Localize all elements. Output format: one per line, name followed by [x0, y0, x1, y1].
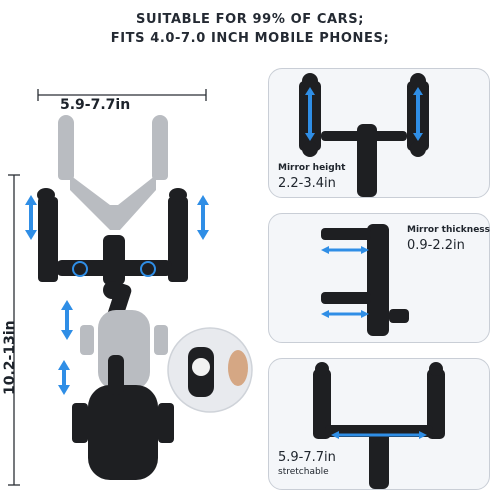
product-illustration	[8, 89, 253, 486]
stretchable-value: 5.9-7.7in	[278, 450, 336, 465]
mirror-height-value: 2.2-3.4in	[278, 176, 336, 191]
knob-detail	[167, 327, 253, 413]
height-range-label: 10.2-13in	[2, 320, 18, 395]
headline-line-2: FITS 4.0-7.0 INCH MOBILE PHONES;	[110, 31, 390, 46]
clamp-blue-accents	[72, 261, 156, 277]
ghost-clamp	[58, 115, 168, 230]
black-phone-holder	[72, 355, 174, 480]
height-adjust-arrows	[25, 195, 209, 240]
black-clamp	[37, 188, 188, 285]
holder-adjust-arrows	[58, 300, 73, 395]
height-dimension-line	[8, 174, 20, 486]
mirror-thickness-value: 0.9-2.2in	[407, 238, 465, 253]
stretchable-illustration	[313, 362, 445, 489]
mirror-thickness-label: Mirror thickness	[407, 225, 491, 235]
headline-line-1: SUITABLE FOR 99% OF CARS;	[135, 12, 364, 27]
width-range-label: 5.9-7.7in	[60, 97, 131, 113]
mirror-height-label: Mirror height	[278, 163, 346, 173]
mirror-thickness-illustration	[321, 224, 409, 336]
mirror-height-illustration	[299, 73, 429, 197]
stretchable-label: stretchable	[278, 467, 329, 477]
panel-mirror-thickness	[268, 213, 490, 343]
panel-stretchable	[268, 358, 490, 490]
width-dimension-line	[37, 89, 207, 101]
panel-mirror-height	[268, 68, 490, 198]
